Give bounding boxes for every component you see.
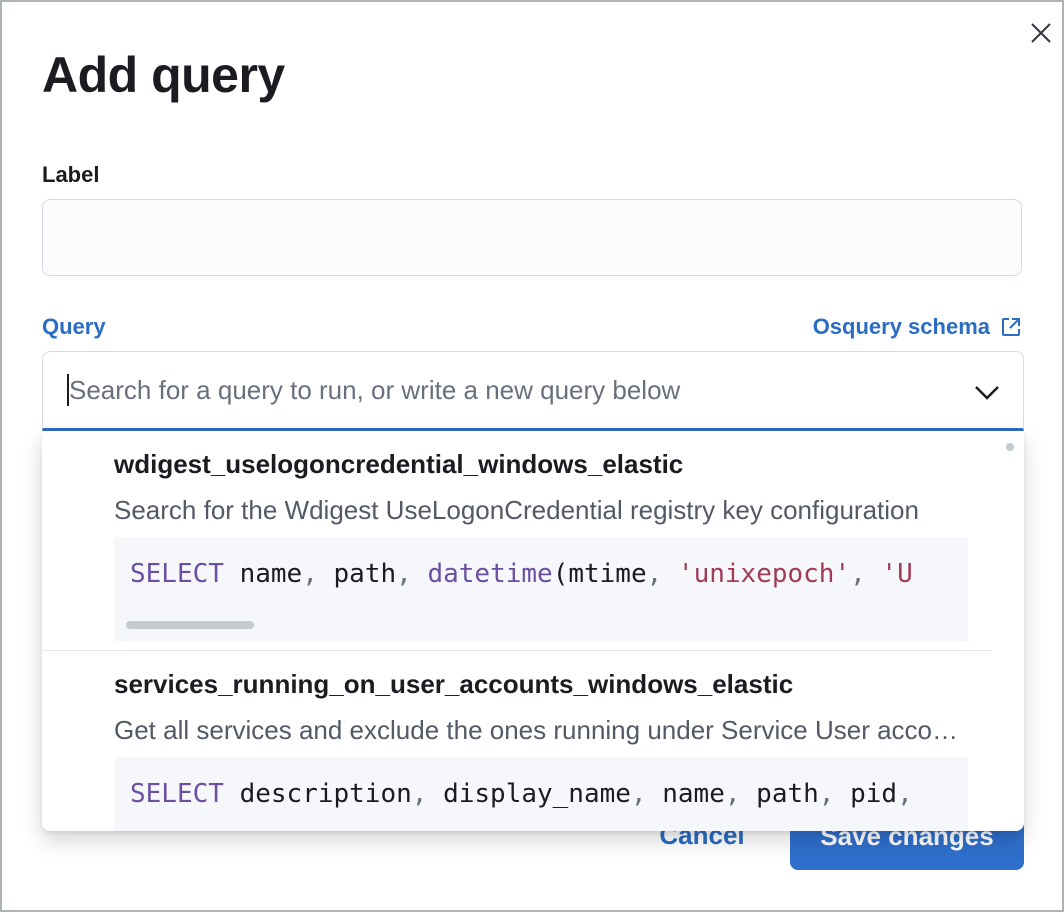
query-option-description: Search for the Wdigest UseLogonCredentia… <box>114 495 919 525</box>
scrollbar-indicator[interactable] <box>1006 443 1014 451</box>
chevron-down-icon[interactable] <box>973 378 1001 406</box>
query-option-name: wdigest_uselogoncredential_windows_elast… <box>114 449 684 479</box>
close-button[interactable] <box>1026 18 1056 48</box>
query-option-description: Get all services and exclude the ones ru… <box>114 715 964 745</box>
page-title: Add query <box>42 47 285 103</box>
query-option-name: services_running_on_user_accounts_window… <box>114 669 794 699</box>
osquery-schema-link-label: Osquery schema <box>812 314 990 339</box>
query-field-label: Query <box>42 314 106 339</box>
close-icon <box>1031 23 1051 43</box>
horizontal-scrollbar[interactable] <box>126 621 254 629</box>
query-code-preview: SELECT description, display_name, name, … <box>114 757 968 831</box>
external-link-icon <box>1002 318 1020 336</box>
osquery-schema-link[interactable]: Osquery schema <box>813 314 1022 340</box>
query-search-input[interactable] <box>67 373 951 407</box>
query-suggestions-listbox[interactable]: wdigest_uselogoncredential_windows_elast… <box>42 431 1024 831</box>
label-field-label: Label <box>42 162 100 187</box>
text-cursor <box>67 374 69 406</box>
query-code: SELECT description, display_name, name, … <box>130 779 913 809</box>
query-code-preview: SELECT name, path, datetime(mtime, 'unix… <box>114 537 968 641</box>
query-code: SELECT name, path, datetime(mtime, 'unix… <box>130 559 913 589</box>
query-search-combobox[interactable] <box>42 351 1024 431</box>
list-item[interactable]: wdigest_uselogoncredential_windows_elast… <box>42 431 992 651</box>
label-input[interactable] <box>42 199 1022 276</box>
divider <box>42 650 992 651</box>
list-item[interactable]: services_running_on_user_accounts_window… <box>42 651 992 831</box>
